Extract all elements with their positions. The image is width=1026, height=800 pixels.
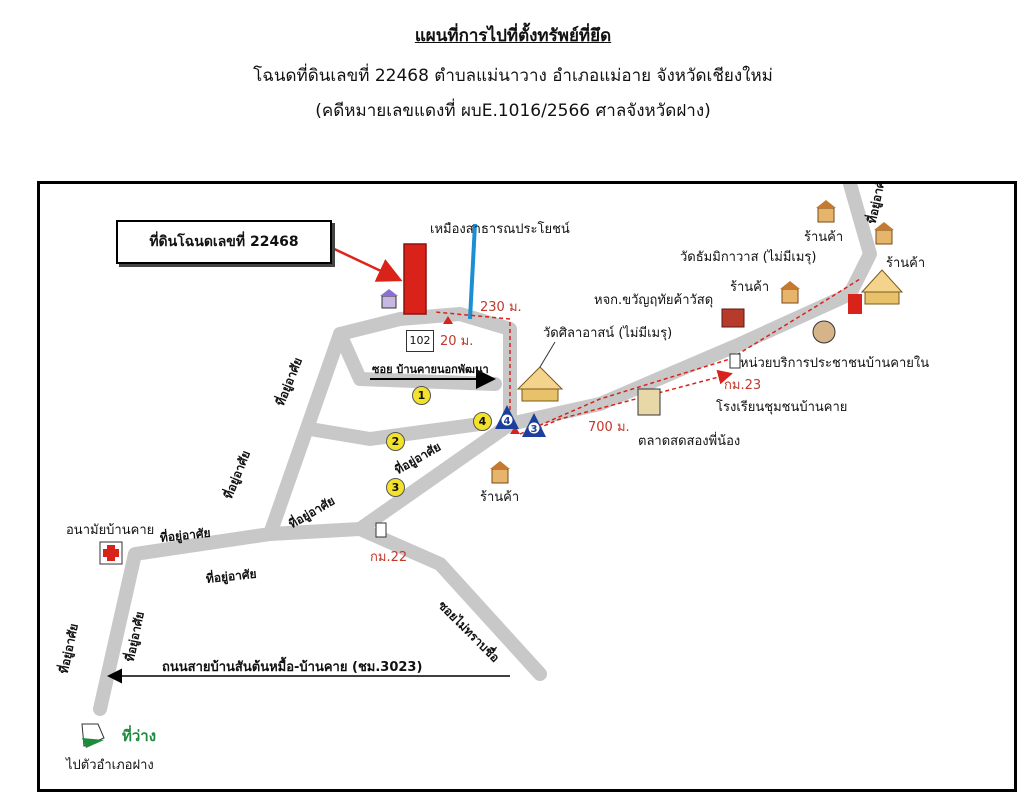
main-road xyxy=(93,184,877,716)
temple-icon xyxy=(516,366,564,402)
gas-station-icon xyxy=(848,294,862,314)
market-icon xyxy=(812,320,836,344)
route-segment-2 xyxy=(519,278,861,435)
shop-icon xyxy=(490,461,510,484)
shop-label-1: ร้านค้า xyxy=(804,230,844,245)
land-plot xyxy=(403,243,427,315)
soi-road xyxy=(333,327,502,391)
route-segment-3 xyxy=(524,369,733,435)
km23-label: กม.23 xyxy=(724,378,762,393)
empty-land-label: ที่ว่าง xyxy=(122,727,157,745)
market-icon xyxy=(637,388,661,416)
shop-label-4: ร้านค้า xyxy=(480,490,520,505)
soi-name-label: ซอย บ้านคายนอกพัฒนา xyxy=(372,363,489,376)
hjk-label: หจก.ขวัญฤทัยค้าวัสดุ xyxy=(594,293,714,308)
map-canvas: 4 3 xyxy=(81,184,904,748)
wat-sila-label: วัดศิลาอาสน์ (ไม่มีเมรุ) xyxy=(543,326,673,341)
km-post-icon xyxy=(729,353,741,369)
map-frame: 4 3 xyxy=(37,181,1017,792)
land-pointer-arrow xyxy=(329,245,403,282)
left-road xyxy=(263,327,347,541)
shop-icon xyxy=(874,222,894,245)
middle-road xyxy=(303,417,487,446)
map-title: แผนที่การไปที่ตั้งทรัพย์ที่ยึด xyxy=(414,26,612,46)
to-fang-label: ไปตัวอำเภอฝาง xyxy=(66,758,154,773)
marker-3: 3 xyxy=(386,478,405,497)
km-post-icon xyxy=(375,522,387,538)
canal-line xyxy=(468,223,477,320)
marker-circle-3-text: 3 xyxy=(531,424,538,435)
red-cross-icon xyxy=(99,541,123,565)
market-label: ตลาดสดสองพี่น้อง xyxy=(638,434,741,449)
km22-label: กม.22 xyxy=(370,550,408,565)
temple-icon xyxy=(860,269,904,305)
shop-icon xyxy=(816,200,836,223)
marker-circle-4 xyxy=(500,413,514,427)
route-segment-1 xyxy=(434,311,511,424)
distance-20-label: 20 ม. xyxy=(440,334,474,349)
distance-230-label: 230 ม. xyxy=(480,300,522,315)
marker-2: 2 xyxy=(386,432,405,451)
case-info: (คดีหมายเลขแดงที่ ผบE.1016/2566 ศาลจังหว… xyxy=(315,101,711,121)
temple-leader-line xyxy=(539,341,556,368)
shop-icon xyxy=(780,281,800,304)
school-icon xyxy=(81,723,105,748)
shop-label-3: ร้านค้า xyxy=(730,280,770,295)
route-triangle-1 xyxy=(443,316,453,324)
health-label: อนามัยบ้านคาย xyxy=(66,523,155,538)
unknown-soi-road xyxy=(353,522,547,681)
plot-number: 102 xyxy=(406,330,434,352)
route-triangle-2 xyxy=(510,426,520,434)
school-label: โรงเรียนชุมชนบ้านคาย xyxy=(716,400,848,415)
marker-1: 1 xyxy=(412,386,431,405)
marker-4: 4 xyxy=(473,412,492,431)
marker-circle-3 xyxy=(527,421,541,435)
wat-thammikawat-label: วัดธัมมิกาวาส (ไม่มีเมรุ) xyxy=(680,250,817,265)
shop-label-2: ร้านค้า xyxy=(886,256,926,271)
house-icon xyxy=(380,289,398,309)
canal-label: เหมืองสาธารณประโยชน์ xyxy=(430,222,570,237)
shop-icon xyxy=(721,308,745,328)
main-road-label: ถนนสายบ้านสันต้นหมื้อ-บ้านคาย (ชม.3023) xyxy=(162,660,423,675)
deed-info: โฉนดที่ดินเลขที่ 22468 ตำบลแม่นาวาง อำเภ… xyxy=(253,66,773,86)
distance-700-label: 700 ม. xyxy=(588,420,630,435)
land-label-box: ที่ดินโฉนดเลขที่ 22468 xyxy=(116,220,332,264)
service-unit-label: หน่วยบริการประชาชนบ้านคายใน xyxy=(740,356,930,371)
marker-circle-4-text: 4 xyxy=(504,416,511,427)
